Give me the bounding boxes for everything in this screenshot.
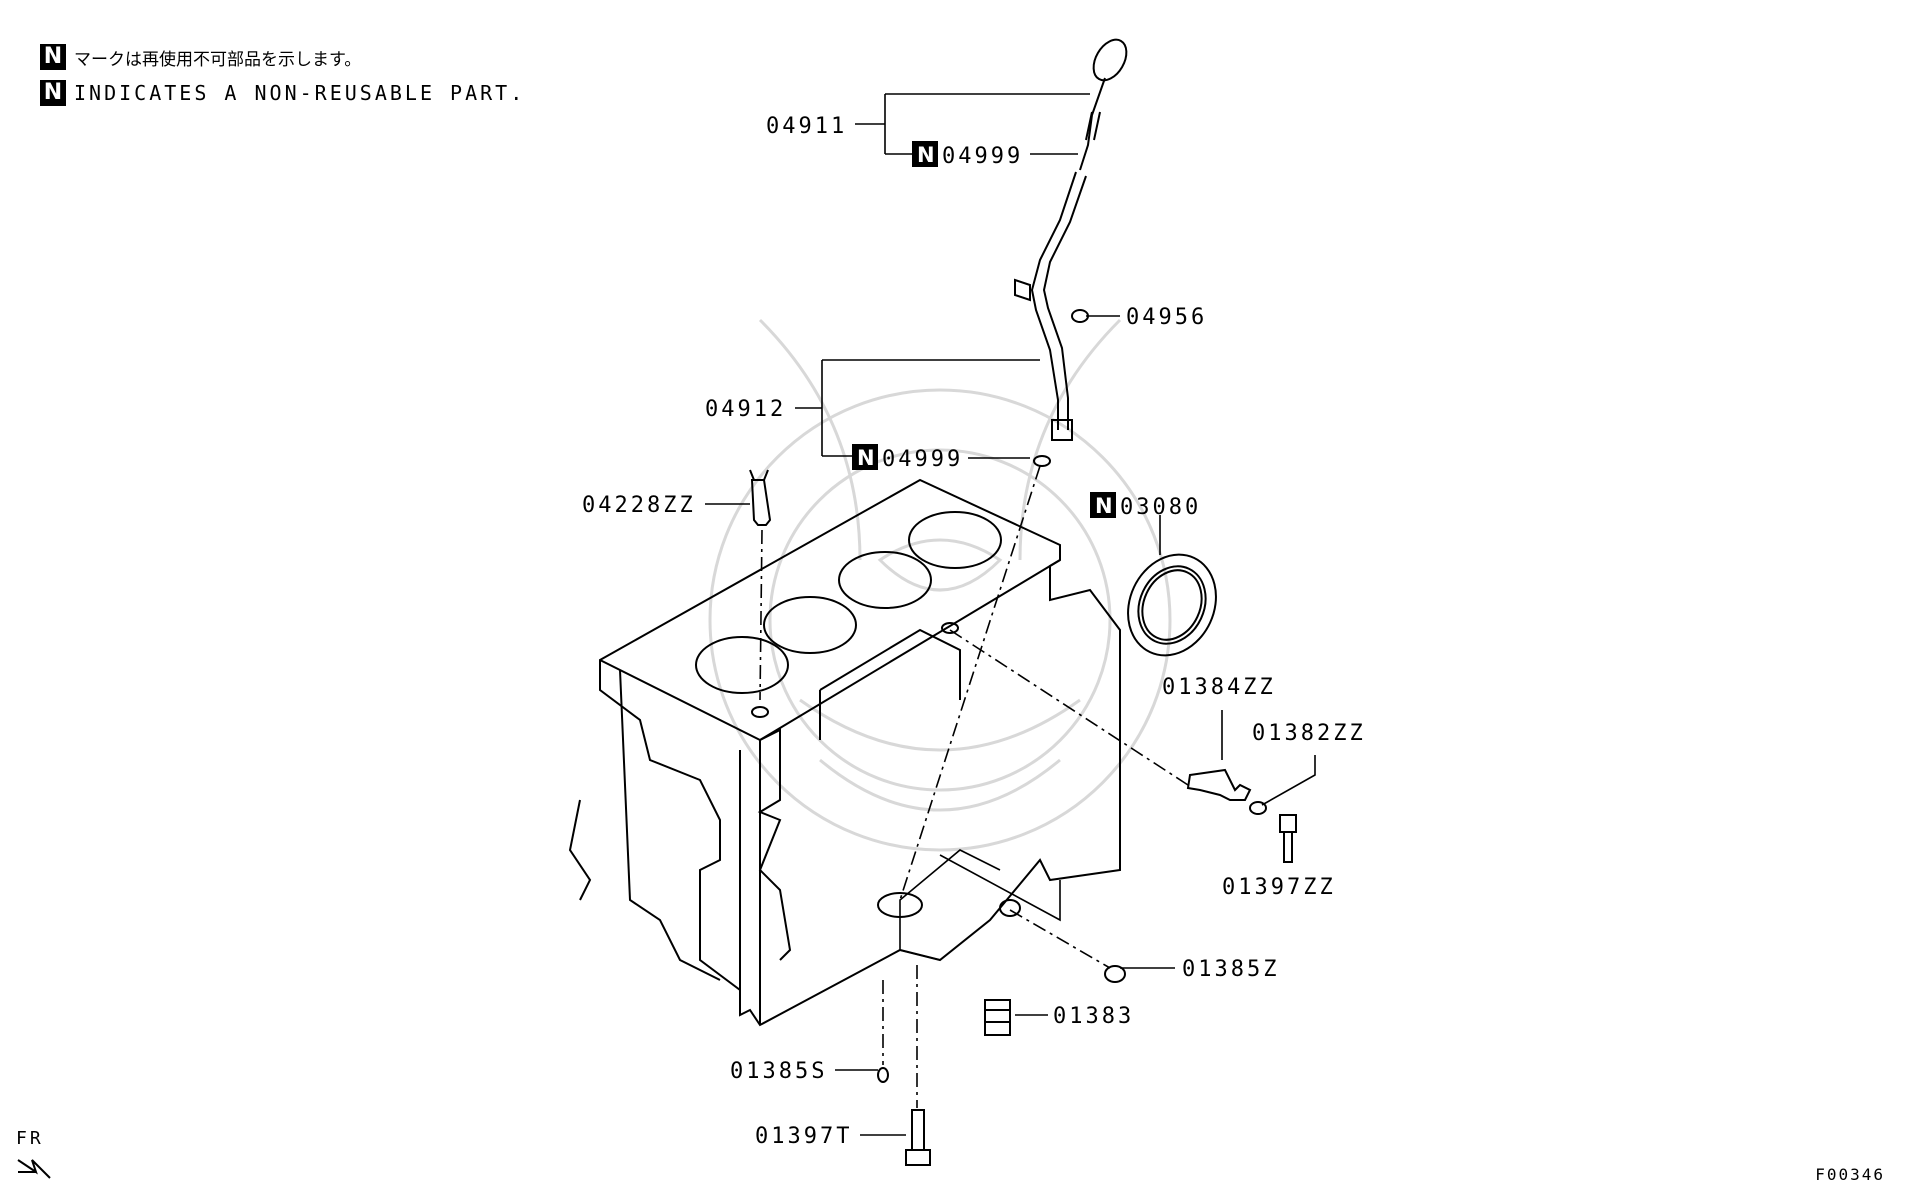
non-reusable-badge bbox=[1090, 492, 1116, 518]
non-reusable-badge: N bbox=[40, 44, 66, 70]
figure-code: F00346 bbox=[1815, 1165, 1885, 1184]
label-04956: 04956 bbox=[1126, 305, 1207, 330]
label-04999-lower: 04999 bbox=[882, 447, 963, 472]
label-01397ZZ: 01397ZZ bbox=[1222, 875, 1336, 900]
oil-seal bbox=[1127, 553, 1217, 657]
note-japanese: N マークは再使用不可部品を示します。 bbox=[40, 44, 361, 70]
label-01383: 01383 bbox=[1053, 1004, 1134, 1029]
badge-letter: N bbox=[1095, 494, 1113, 518]
front-direction-arrow-icon bbox=[17, 1159, 51, 1179]
leader-lines bbox=[705, 93, 1316, 1136]
oil-level-gauge bbox=[1014, 38, 1128, 467]
label-01385S: 01385S bbox=[730, 1059, 827, 1084]
note-japanese-text: マークは再使用不可部品を示します。 bbox=[74, 49, 362, 70]
non-reusable-badge bbox=[852, 444, 878, 470]
badge-letter: N bbox=[857, 446, 875, 470]
front-label: FR bbox=[16, 1128, 44, 1149]
non-reusable-badge bbox=[912, 141, 938, 167]
label-01382ZZ: 01382ZZ bbox=[1252, 721, 1366, 746]
cylinder-block bbox=[568, 478, 1121, 1027]
label-04911: 04911 bbox=[766, 114, 847, 139]
note-english: N INDICATES A NON-REUSABLE PART. bbox=[40, 80, 525, 106]
label-01384ZZ: 01384ZZ bbox=[1162, 675, 1276, 700]
watermark-logo bbox=[708, 318, 1172, 852]
label-04228ZZ: 04228ZZ bbox=[582, 493, 696, 518]
label-04912: 04912 bbox=[705, 397, 786, 422]
part-labels: 04911 N 04999 04956 04912 N 04999 04228Z… bbox=[582, 114, 1366, 1149]
label-01397T: 01397T bbox=[755, 1124, 852, 1149]
label-01385Z: 01385Z bbox=[1182, 957, 1279, 982]
label-03080: 03080 bbox=[1120, 495, 1201, 520]
badge-letter: N bbox=[917, 143, 935, 167]
non-reusable-badge: N bbox=[40, 80, 66, 106]
label-04999-upper: 04999 bbox=[942, 144, 1023, 169]
small-parts bbox=[749, 469, 1297, 1166]
note-english-text: INDICATES A NON-REUSABLE PART. bbox=[74, 81, 526, 105]
assembly-lines bbox=[759, 465, 1189, 1108]
